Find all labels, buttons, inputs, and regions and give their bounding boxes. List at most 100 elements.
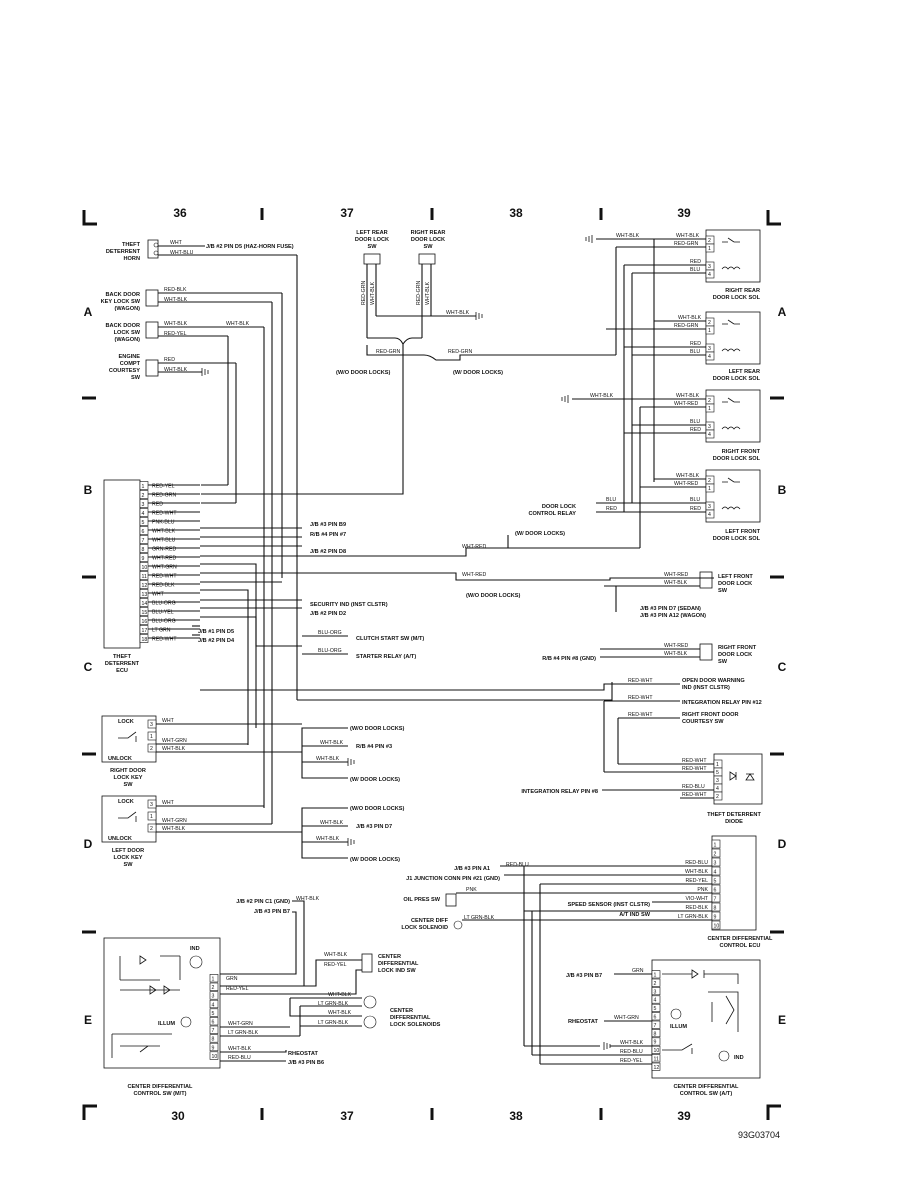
pin-number: 3 [142,502,145,508]
svg-text:RED-BLU: RED-BLU [506,862,529,868]
svg-text:RED-WHT: RED-WHT [628,712,653,718]
svg-text:RED-YEL: RED-YEL [620,1058,643,1064]
svg-text:BLU: BLU [690,497,700,503]
svg-text:R/B #4 PIN #7: R/B #4 PIN #7 [310,532,346,538]
svg-text:J/B #3 PIN B6: J/B #3 PIN B6 [288,1060,324,1066]
svg-text:DOOR LOCK: DOOR LOCK [355,237,389,243]
illum-lamp-icon [670,1008,682,1020]
svg-text:WHT-BLK: WHT-BLK [446,310,470,316]
svg-text:WHT-RED: WHT-RED [664,643,688,649]
svg-text:LEFT REAR: LEFT REAR [729,369,760,375]
svg-text:RED-BLU: RED-BLU [620,1049,643,1055]
grid-col-bottom-1: 30 [171,1109,185,1123]
svg-text:WHT-BLK: WHT-BLK [328,1010,352,1016]
svg-text:(WAGON): (WAGON) [115,337,141,343]
pin-wire-color: WHT-RED [152,556,176,562]
connector-pin [651,1054,661,1063]
svg-text:J1 JUNCTION CONN PIN #21 (GND): J1 JUNCTION CONN PIN #21 (GND) [406,876,500,882]
pin-number: 7 [714,897,717,903]
pin-number: 1 [714,843,717,849]
svg-text:WHT-RED: WHT-RED [674,401,698,407]
pin-wire-color: RED [152,502,163,508]
switch-icon [722,477,740,483]
svg-text:STARTER RELAY (A/T): STARTER RELAY (A/T) [356,654,416,660]
connector-pin [711,884,721,894]
pin-number: 9 [714,915,717,921]
svg-text:DETERRENT: DETERRENT [105,661,140,667]
svg-text:INTEGRATION RELAY PIN #8: INTEGRATION RELAY PIN #8 [521,789,598,795]
svg-text:4: 4 [708,272,711,278]
pin-number: 5 [654,1006,657,1012]
connector-pin [209,1042,219,1052]
pin-number: 10 [654,1048,660,1054]
connector-pin [651,1045,661,1054]
pin-wire-color: RED-BLK [152,583,175,589]
pin-wire-color: BLU-YEL [152,610,174,616]
svg-text:4: 4 [708,354,711,360]
center-differential-control-ecu: 123RED-BLU4WHT-BLK5RED-YEL6PNK7VIO-WHT8R… [401,835,773,1065]
svg-text:SW: SW [423,244,433,250]
svg-text:J/B #3 PIN D7: J/B #3 PIN D7 [356,824,392,830]
svg-text:RED-GRN: RED-GRN [448,349,472,355]
svg-text:CENTER: CENTER [390,1008,413,1014]
svg-text:DIODE: DIODE [725,819,743,825]
pin-wire-color: WHT-BLK [152,529,176,535]
svg-text:LEFT FRONT: LEFT FRONT [718,574,753,580]
pin-wire-color: WHT-BLK [685,869,709,875]
svg-text:1: 1 [150,814,153,820]
svg-text:BLU: BLU [690,267,700,273]
svg-text:(W/O DOOR LOCKS): (W/O DOOR LOCKS) [350,726,405,732]
ground-icon [347,758,355,766]
right-rear-door-lock-sol: 21 34 RIGHT REAR DOOR LOCK SOL [705,229,761,301]
svg-text:RIGHT REAR: RIGHT REAR [725,288,760,294]
svg-text:RED-BLU: RED-BLU [682,784,705,790]
svg-text:SW: SW [123,862,133,868]
svg-text:BACK DOOR: BACK DOOR [106,323,141,329]
pin-wire-color: RED-WHT [152,637,177,643]
svg-text:RED-BLK: RED-BLK [164,287,187,293]
svg-text:WHT-BLK: WHT-BLK [162,826,186,832]
pin-number: 4 [654,998,657,1004]
svg-text:CENTER DIFF: CENTER DIFF [411,918,449,924]
svg-text:4: 4 [708,432,711,438]
grid-row-left-b: B [84,483,93,497]
svg-text:RIGHT REAR: RIGHT REAR [411,230,446,236]
pin-number: 4 [212,1002,215,1008]
pin-number: 6 [714,888,717,894]
cd-ecu-pin-list: 123RED-BLU4WHT-BLK5RED-YEL6PNK7VIO-WHT8R… [678,839,721,930]
coil-icon [721,506,741,510]
svg-text:BLU-ORG: BLU-ORG [318,630,342,636]
svg-text:R/B #4 PIN #3: R/B #4 PIN #3 [356,744,392,750]
svg-text:BLU: BLU [606,497,616,503]
svg-text:DIFFERENTIAL: DIFFERENTIAL [378,961,419,967]
pin-wire-color: RED-YEL [152,484,175,490]
svg-text:WHT-GRN: WHT-GRN [162,738,187,744]
pin-number: 9 [142,556,145,562]
ground-icon [475,312,483,320]
svg-text:WHT-BLK: WHT-BLK [425,281,431,305]
pin-number: 13 [142,592,148,598]
svg-text:RED: RED [690,506,701,512]
svg-text:DOOR LOCK: DOOR LOCK [542,504,576,510]
pin-wire-color: RED-WHT [152,511,177,517]
svg-text:IND: IND [190,946,200,952]
coil-icon [721,426,741,430]
svg-text:UNLOCK: UNLOCK [108,756,132,762]
pin-wire-color: WHT [152,592,165,598]
grid-col-top-3: 38 [509,206,523,220]
switch-icon [722,237,740,243]
svg-text:RED: RED [164,357,175,363]
grid-row-right-b: B [778,483,787,497]
svg-text:THEFT: THEFT [113,654,132,660]
pin-number: 2 [212,985,215,991]
ground-icon [201,368,209,376]
connector-pin [651,1029,661,1038]
connector-pin [711,839,721,849]
pin-number: 9 [654,1040,657,1046]
pin-number: 7 [654,1023,657,1029]
left-front-door-lock-sw: WHT-RED WHT-BLK LEFT FRONT DOOR LOCK SW … [604,571,753,619]
svg-text:1: 1 [150,734,153,740]
svg-text:(W/ DOOR LOCKS): (W/ DOOR LOCKS) [453,370,503,376]
